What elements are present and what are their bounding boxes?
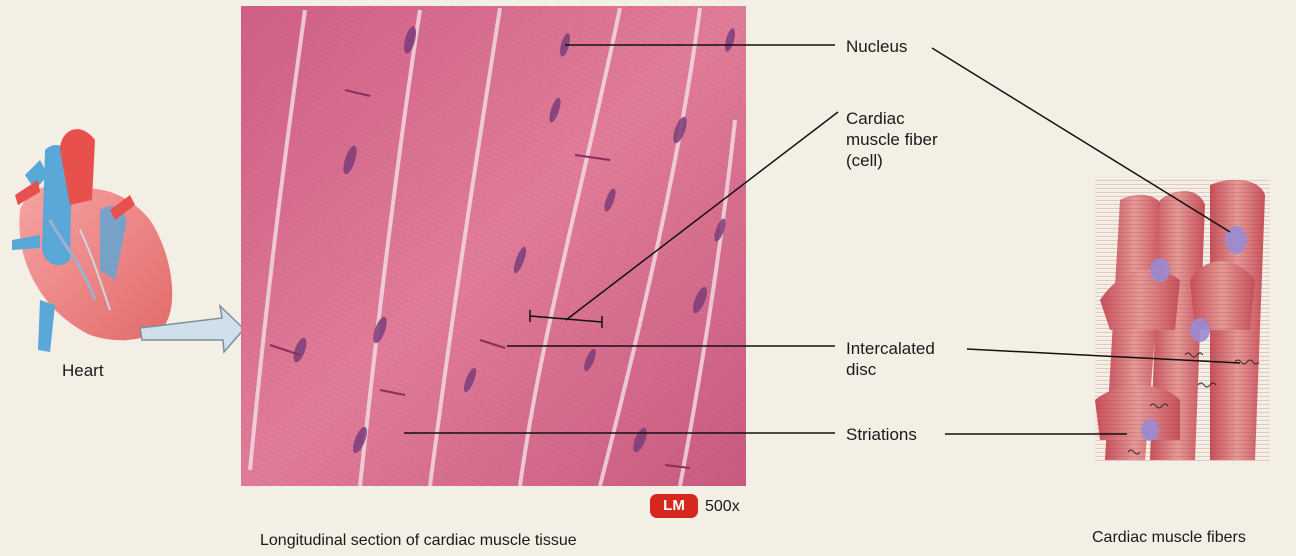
intercalated-disc-label-line1: Intercalated <box>846 338 935 359</box>
nucleus-label: Nucleus <box>846 36 907 57</box>
cardiac-fiber-label-line2: muscle fiber <box>846 129 938 150</box>
striations-label: Striations <box>846 424 917 445</box>
heart-illustration <box>12 129 172 352</box>
cardiac-fibers-illustration <box>1095 180 1270 462</box>
intercalated-disc-label: Intercalated disc <box>846 338 935 380</box>
micrograph-image <box>241 6 746 486</box>
fibers-caption: Cardiac muscle fibers <box>1092 527 1246 548</box>
cardiac-fiber-label-line1: Cardiac <box>846 108 938 129</box>
magnification-label: 500x <box>705 496 740 517</box>
micrograph-caption: Longitudinal section of cardiac muscle t… <box>260 530 577 551</box>
lm-badge: LM <box>650 494 698 518</box>
cardiac-fiber-label: Cardiac muscle fiber (cell) <box>846 108 938 171</box>
heart-label: Heart <box>62 360 104 381</box>
cardiac-fiber-label-line3: (cell) <box>846 150 938 171</box>
intercalated-disc-label-line2: disc <box>846 359 935 380</box>
nucleus-leader-right <box>932 48 1230 232</box>
